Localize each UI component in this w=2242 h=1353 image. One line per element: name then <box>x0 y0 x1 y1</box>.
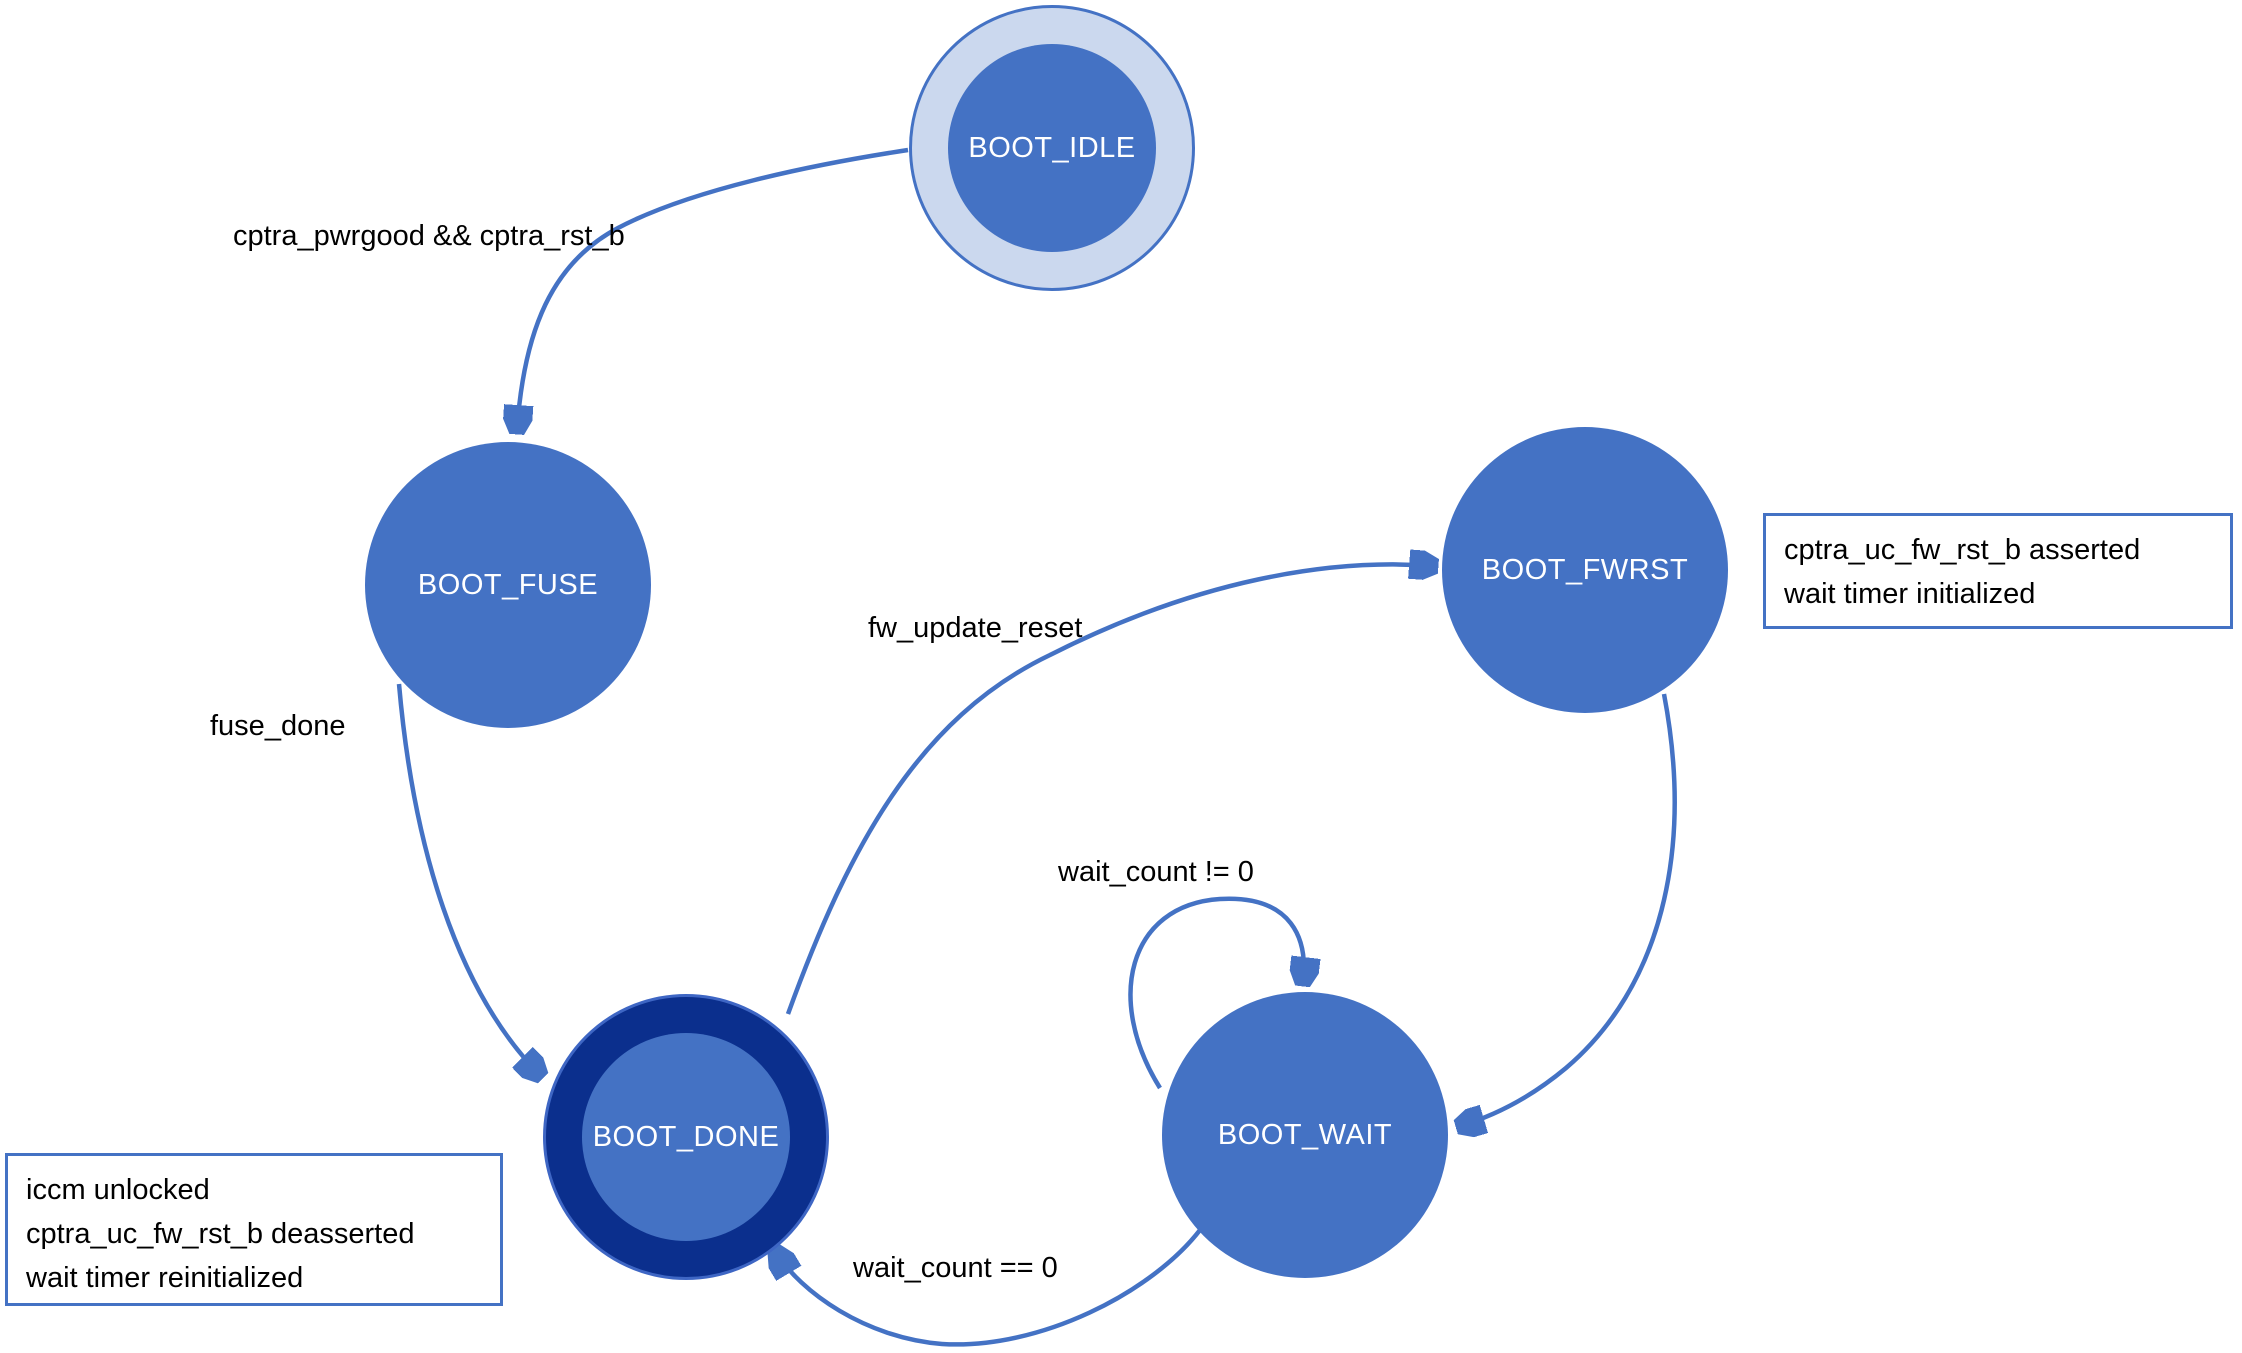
annotation-line: cptra_uc_fw_rst_b deasserted <box>26 1218 415 1250</box>
transition-label-pwrgood-rst: cptra_pwrgood && cptra_rst_b <box>233 220 625 252</box>
state-boot-idle: BOOT_IDLE <box>909 5 1195 291</box>
annotation-fwrst-note: cptra_uc_fw_rst_b asserted wait timer in… <box>1763 513 2233 629</box>
state-boot-idle-label: BOOT_IDLE <box>968 131 1136 164</box>
state-boot-fuse-label: BOOT_FUSE <box>417 568 599 601</box>
annotation-line: cptra_uc_fw_rst_b asserted <box>1784 534 2141 566</box>
state-boot-wait-label: BOOT_WAIT <box>1217 1118 1393 1151</box>
state-boot-done-label: BOOT_DONE <box>592 1120 780 1153</box>
arrow-wait-self-loop <box>1128 896 1304 1090</box>
annotation-done-note: iccm unlocked cptra_uc_fw_rst_b deassert… <box>5 1153 503 1306</box>
transition-label-wait-count-eq-0: wait_count == 0 <box>853 1252 1058 1284</box>
annotation-line: iccm unlocked <box>26 1174 210 1206</box>
transition-label-fuse-done: fuse_done <box>210 710 346 742</box>
state-boot-fwrst: BOOT_FWRST <box>1442 427 1728 713</box>
state-boot-done-inner-circle: BOOT_DONE <box>582 1033 790 1241</box>
arrow-done-to-fwrst <box>785 564 1434 1015</box>
arrow-wait-to-done <box>776 1228 1202 1347</box>
transition-label-fw-update-reset: fw_update_reset <box>868 612 1083 644</box>
transition-label-wait-count-ne-0: wait_count != 0 <box>1058 856 1254 888</box>
annotation-line: wait timer initialized <box>1784 578 2036 610</box>
arrow-fuse-to-done <box>396 683 540 1075</box>
state-boot-idle-inner-circle: BOOT_IDLE <box>948 44 1156 252</box>
state-boot-done: BOOT_DONE <box>543 994 829 1280</box>
state-boot-fwrst-label: BOOT_FWRST <box>1481 553 1689 586</box>
state-boot-wait: BOOT_WAIT <box>1162 992 1448 1278</box>
annotation-line: wait timer reinitialized <box>26 1262 304 1294</box>
state-boot-fuse: BOOT_FUSE <box>365 442 651 728</box>
arrow-idle-to-fuse <box>517 147 909 430</box>
arrow-fwrst-to-wait <box>1460 693 1677 1126</box>
